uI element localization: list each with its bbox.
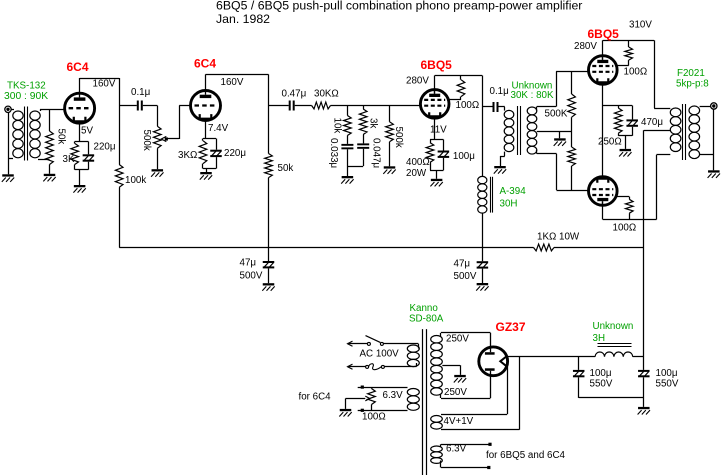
- svg-text:280V: 280V: [574, 41, 597, 52]
- svg-text:6BQ5: 6BQ5: [421, 58, 453, 72]
- svg-text:500k: 500k: [393, 127, 404, 148]
- svg-text:0.047μ: 0.047μ: [371, 138, 382, 168]
- svg-text:6BQ5: 6BQ5: [588, 27, 620, 41]
- svg-text:3KΩ: 3KΩ: [178, 150, 197, 161]
- svg-text:220μ: 220μ: [94, 141, 116, 152]
- svg-text:3K: 3K: [63, 154, 75, 165]
- svg-text:100Ω: 100Ω: [624, 67, 648, 78]
- svg-text:A-394: A-394: [500, 186, 527, 197]
- svg-text:47μ: 47μ: [240, 257, 257, 268]
- svg-text:for 6C4: for 6C4: [299, 392, 332, 403]
- svg-text:100Ω: 100Ω: [613, 222, 637, 233]
- svg-text:500V: 500V: [454, 271, 477, 282]
- svg-text:0.1μ: 0.1μ: [490, 86, 509, 97]
- svg-text:1KΩ 10W: 1KΩ 10W: [537, 231, 580, 242]
- svg-text:0.033μ: 0.033μ: [328, 138, 339, 168]
- svg-text:100k: 100k: [125, 175, 146, 186]
- svg-text:5kp-p:8: 5kp-p:8: [676, 78, 709, 89]
- svg-text:30K : 80K: 30K : 80K: [511, 90, 554, 101]
- svg-text:500k: 500k: [141, 130, 152, 151]
- svg-text:4V+1V: 4V+1V: [444, 416, 474, 427]
- svg-text:250V: 250V: [446, 334, 469, 345]
- svg-text:6.3V: 6.3V: [446, 444, 467, 455]
- svg-text:280V: 280V: [406, 76, 429, 87]
- svg-text:AC 100V: AC 100V: [360, 349, 400, 360]
- svg-text:3k: 3k: [368, 118, 379, 128]
- svg-text:0.47μ: 0.47μ: [282, 88, 307, 99]
- svg-text:6C4: 6C4: [67, 60, 89, 74]
- svg-text:Unknown: Unknown: [512, 80, 553, 91]
- svg-text:SD-80A: SD-80A: [409, 314, 444, 325]
- svg-text:6BQ5 / 6BQ5 push-pull combina: 6BQ5 / 6BQ5 push-pull combination phono …: [216, 0, 582, 13]
- svg-text:100Ω: 100Ω: [362, 412, 386, 423]
- svg-text:470μ: 470μ: [641, 117, 663, 128]
- svg-text:Unknown: Unknown: [593, 321, 634, 332]
- svg-text:100μ: 100μ: [453, 151, 475, 162]
- svg-text:0.1μ: 0.1μ: [131, 87, 150, 98]
- svg-text:400Ω: 400Ω: [406, 157, 430, 168]
- svg-text:for 6BQ5 and 6C4: for 6BQ5 and 6C4: [486, 450, 566, 461]
- svg-text:6C4: 6C4: [194, 56, 216, 70]
- svg-text:250V: 250V: [444, 387, 467, 398]
- svg-text:10k: 10k: [332, 118, 343, 134]
- svg-text:100Ω: 100Ω: [456, 100, 480, 111]
- svg-text:7.4V: 7.4V: [208, 123, 229, 134]
- svg-text:Kanno: Kanno: [410, 303, 439, 314]
- svg-text:550V: 550V: [590, 378, 613, 389]
- svg-text:100μ: 100μ: [656, 368, 678, 379]
- svg-text:F2021: F2021: [677, 68, 705, 79]
- svg-text:160V: 160V: [93, 78, 116, 89]
- svg-text:20W: 20W: [406, 168, 427, 179]
- svg-text:30KΩ: 30KΩ: [314, 88, 339, 99]
- svg-text:11V: 11V: [430, 125, 447, 136]
- svg-text:50k: 50k: [278, 163, 294, 174]
- svg-text:30H: 30H: [500, 199, 518, 210]
- svg-text:550V: 550V: [656, 378, 679, 389]
- svg-text:220μ: 220μ: [224, 148, 246, 159]
- svg-text:160V: 160V: [221, 77, 244, 88]
- svg-text:Jan. 1982: Jan. 1982: [216, 12, 270, 26]
- svg-text:500K: 500K: [545, 109, 568, 120]
- svg-text:3H: 3H: [593, 333, 606, 344]
- svg-text:310V: 310V: [629, 19, 652, 30]
- svg-text:6.3V: 6.3V: [383, 390, 404, 401]
- svg-text:250Ω: 250Ω: [598, 137, 622, 148]
- svg-text:TKS-132: TKS-132: [7, 80, 46, 91]
- svg-text:GZ37: GZ37: [496, 320, 526, 334]
- svg-text:47μ: 47μ: [454, 258, 471, 269]
- svg-text:100μ: 100μ: [590, 368, 612, 379]
- svg-text:50k: 50k: [56, 129, 67, 145]
- svg-text:500V: 500V: [240, 270, 263, 281]
- svg-text:5V: 5V: [81, 126, 93, 137]
- svg-text:300 : 90K: 300 : 90K: [4, 91, 48, 102]
